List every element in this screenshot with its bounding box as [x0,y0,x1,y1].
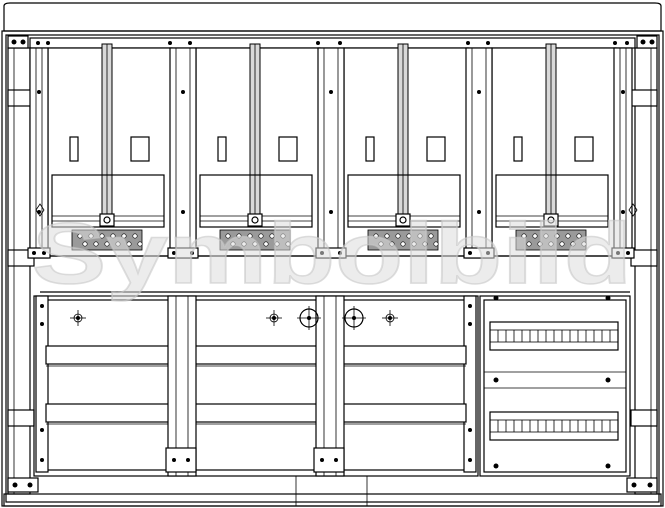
vertical-rail [611,47,635,259]
meter-hook [543,213,559,227]
meter-window [278,136,298,162]
side-marker [35,203,45,217]
meter-window [426,136,446,162]
meter-hook [247,213,263,227]
meter-base-plate [51,174,165,228]
screw [605,295,611,301]
screw [605,463,611,469]
meter-base-plate [495,174,609,228]
right-side-frame [630,47,658,495]
meter-hook [99,213,115,227]
din-rail [489,321,619,351]
vertical-rail [463,47,495,259]
top-mounting-rail [29,37,636,49]
meter-window [365,136,375,162]
meter-window [130,136,150,162]
vertical-rail [167,47,199,259]
meter-hook [395,213,411,227]
screw [493,295,499,301]
meter-field [195,43,321,257]
field-dividers [27,47,638,259]
meter-field [47,43,173,257]
side-marker [628,203,638,217]
meter-field [491,43,617,257]
meter-fields [47,43,617,257]
vertical-rail [315,47,347,259]
screw [493,377,499,383]
screw [605,377,611,383]
distribution-field [479,295,631,477]
screw [493,463,499,469]
meter-window [513,136,523,162]
din-rail [489,411,619,441]
mounting-crosshairs [70,306,398,330]
watermark-text: Symbolbild [32,206,632,302]
meter-field [343,43,469,257]
corner-brackets [7,35,658,493]
meter-base-plate [199,174,313,228]
meter-base-plate [347,174,461,228]
vertical-rail [27,47,51,259]
meter-window [217,136,227,162]
meter-window [574,136,594,162]
lower-equipment-area [33,291,630,477]
meter-window [69,136,79,162]
